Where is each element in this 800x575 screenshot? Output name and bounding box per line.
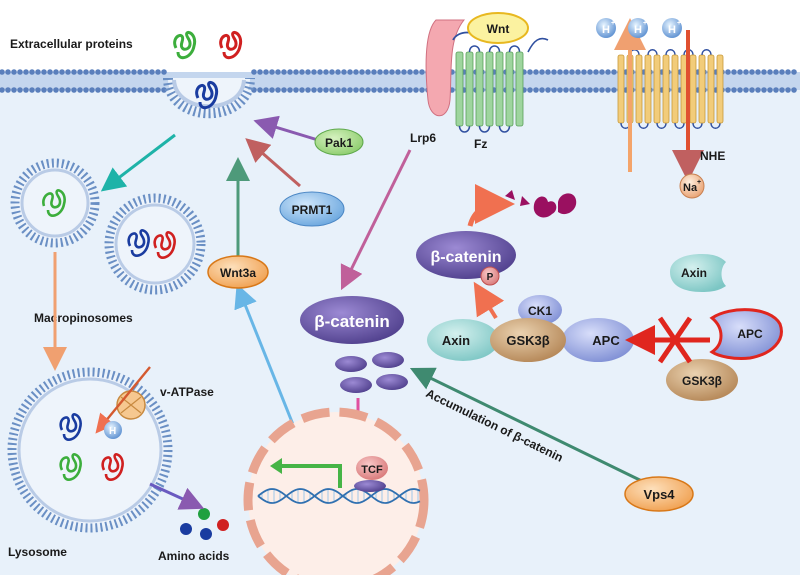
lysosome-proton: H [104, 421, 122, 439]
phospho-beta-catenin-node: β-catenin P [416, 231, 516, 286]
complex-gsk3b: GSK3β [506, 333, 549, 348]
lrp6-label: Lrp6 [410, 131, 436, 145]
free-axin-node: Axin [670, 254, 726, 292]
free-gsk3b-node: GSK3β [666, 359, 738, 401]
svg-text:PRMT1: PRMT1 [292, 203, 333, 217]
svg-text:GSK3β: GSK3β [682, 374, 722, 388]
complex-ck1: CK1 [528, 304, 552, 318]
tcf-node: TCF [354, 456, 388, 492]
lysosome [7, 367, 173, 533]
v-atpase [95, 366, 151, 434]
inhibited-assembly-arrow [625, 316, 710, 364]
svg-text:+: + [677, 20, 681, 27]
degradation-arrow [467, 184, 515, 227]
nhe-label: NHE [700, 149, 725, 163]
svg-text:Wnt3a: Wnt3a [220, 266, 256, 280]
beta-catenin-pool [335, 352, 408, 393]
svg-text:APC: APC [737, 327, 763, 341]
complex-apc: APC [592, 333, 620, 348]
vps4-arrow [409, 367, 649, 486]
sodium-ion: Na + [679, 173, 705, 199]
macropinosome-large [104, 193, 206, 295]
complex-axin: Axin [442, 333, 470, 348]
degraded-beta-catenin-fragments [505, 190, 577, 218]
svg-text:Na: Na [683, 182, 698, 194]
lysosome-label: Lysosome [8, 545, 67, 559]
nucleus [243, 407, 429, 575]
lrp6-receptor [425, 19, 466, 117]
vps4-node: Vps4 [624, 476, 694, 512]
svg-text:H: H [634, 24, 642, 36]
amino-acids-label: Amino acids [158, 549, 230, 563]
destruction-complex: Axin APC CK1 GSK3β [427, 295, 634, 362]
proton-ion-2: H + [628, 18, 648, 38]
svg-text:+: + [697, 179, 701, 186]
extracellular-protein-green [173, 30, 197, 60]
macropinosomes-label: Macropinosomes [34, 311, 133, 325]
macropinosome-small [10, 158, 100, 248]
free-apc-node: APC [709, 308, 783, 360]
svg-text:H: H [602, 24, 610, 36]
svg-text:Axin: Axin [681, 266, 707, 280]
prmt1-arrow [245, 138, 301, 188]
extracellular-protein-red [219, 30, 243, 60]
svg-text:+: + [611, 20, 615, 27]
pak1-node: Pak1 [314, 128, 364, 156]
nucleus-to-wnt3a-arrow [234, 283, 298, 433]
svg-text:P: P [487, 272, 494, 283]
amino-acid-release-arrow [149, 482, 205, 510]
svg-text:H: H [668, 24, 676, 36]
proton-ion-3: H + [662, 18, 682, 38]
macropinocytic-cup [163, 77, 255, 119]
plasma-membrane [0, 69, 800, 93]
proton-ion-1: H + [596, 18, 616, 38]
svg-text:Pak1: Pak1 [325, 136, 353, 150]
macropinosome-formation-arrow [100, 133, 176, 192]
pak1-arrow [253, 115, 319, 142]
svg-text:H: H [109, 426, 116, 437]
beta-catenin-node: β-catenin [300, 296, 404, 344]
prmt1-node: PRMT1 [279, 191, 345, 227]
dna-helix [257, 488, 421, 504]
svg-text:Wnt: Wnt [487, 22, 510, 36]
wnt-node: Wnt [467, 12, 529, 44]
svg-text:TCF: TCF [361, 464, 383, 476]
internalized-protein-blue [195, 80, 219, 110]
wnt3a-node: Wnt3a [207, 255, 269, 289]
fz-label: Fz [474, 137, 487, 151]
transcription-arrow [270, 458, 342, 488]
svg-text:β-catenin: β-catenin [314, 312, 390, 331]
phosphorylation-arrow [473, 281, 505, 320]
amino-acid-dots [180, 508, 229, 540]
v-atpase-label: v-ATPase [160, 385, 214, 399]
extracellular-proteins-label: Extracellular proteins [10, 37, 133, 51]
svg-text:β-catenin: β-catenin [430, 249, 501, 266]
svg-text:+: + [643, 20, 647, 27]
svg-text:Vps4: Vps4 [643, 487, 675, 502]
receptor-to-beta-catenin-arrow [340, 149, 412, 291]
